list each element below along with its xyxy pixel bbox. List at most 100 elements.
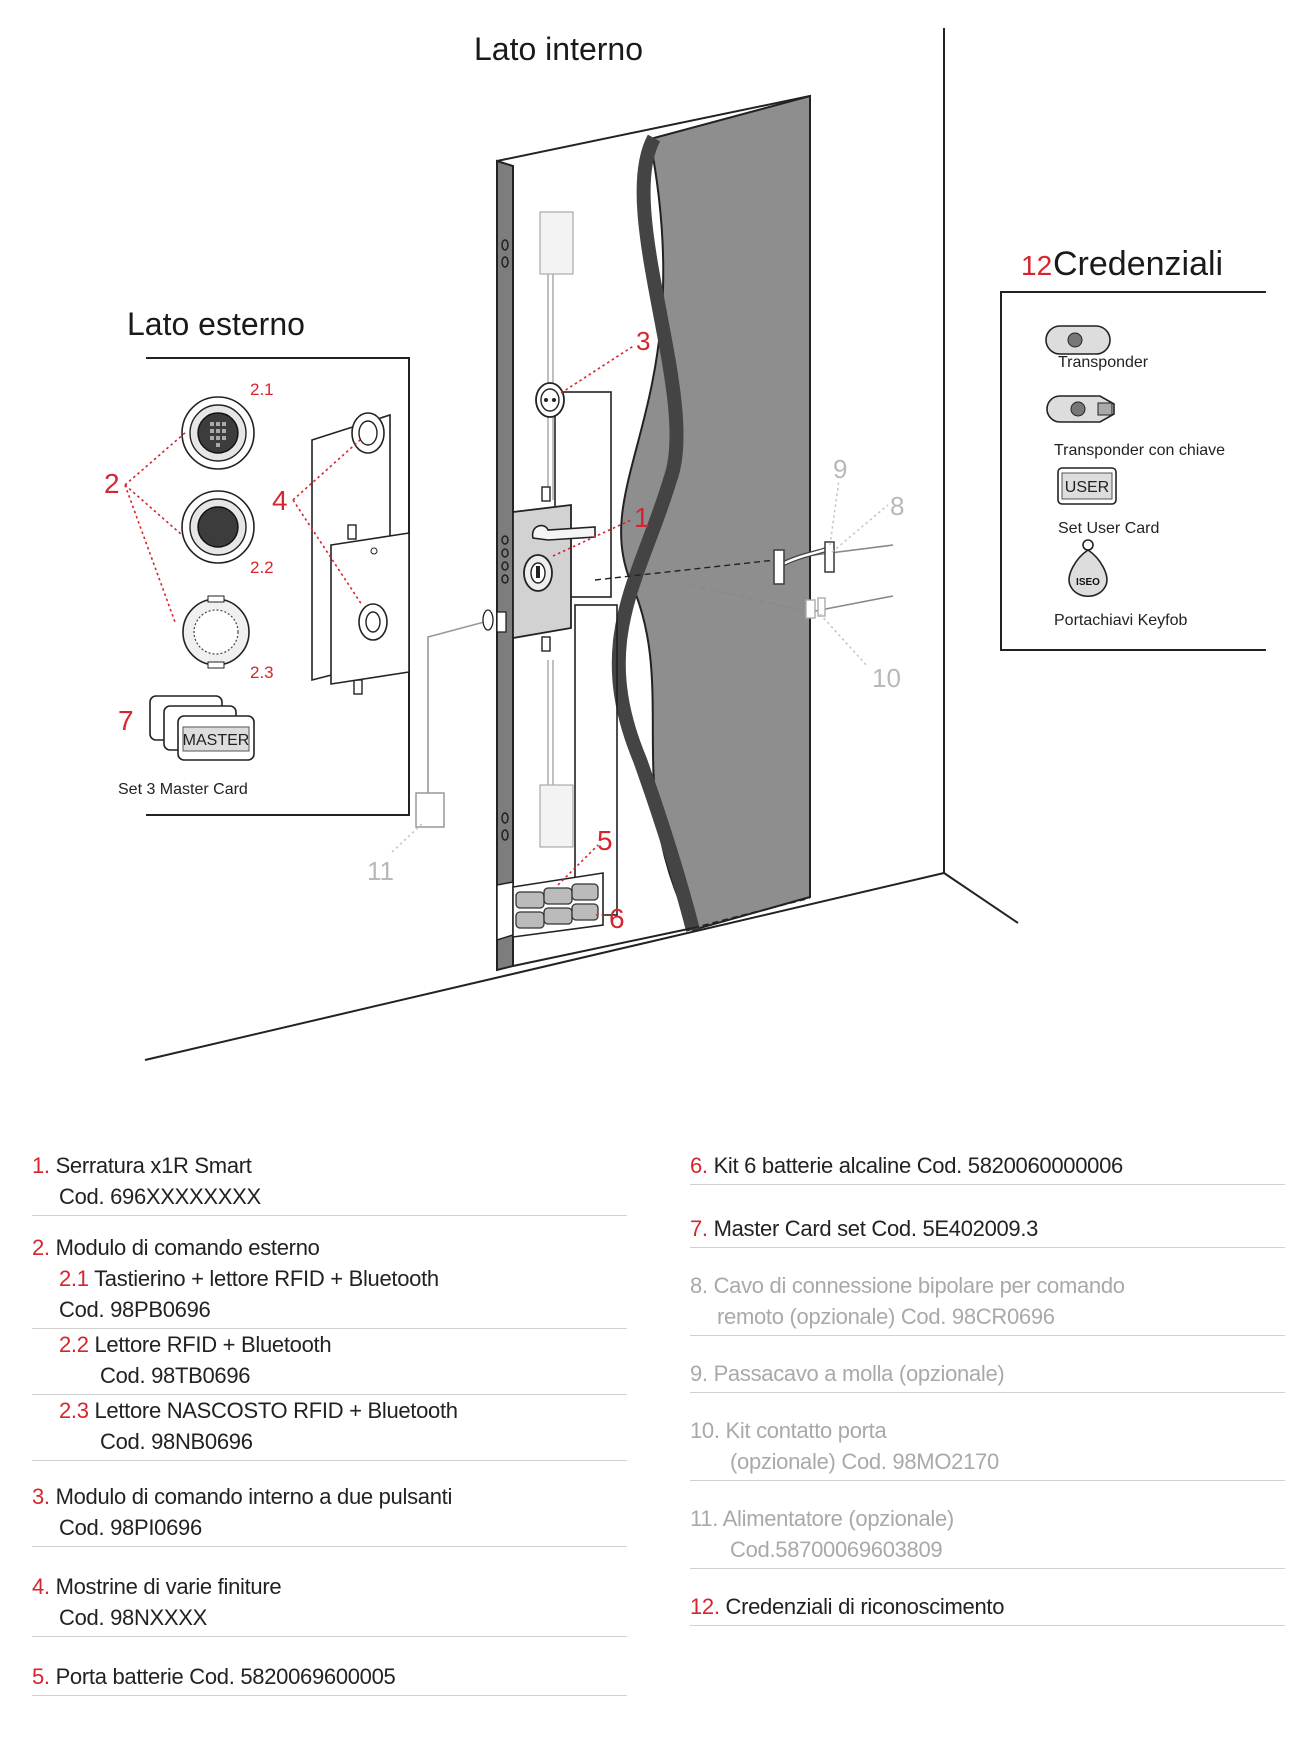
callout-2: 2 — [104, 468, 120, 499]
floor-line — [144, 872, 945, 1061]
credentials-box-frame — [1000, 291, 1266, 651]
legend-num: 9. — [690, 1361, 708, 1386]
legend-num: 1. — [32, 1153, 50, 1178]
keyfob-label: Portachiavi Keyfob — [1054, 612, 1188, 629]
door-bottom-dash — [692, 897, 811, 929]
side-connector — [482, 609, 507, 633]
legend-text: Kit 6 batterie alcaline Cod. 58200600000… — [713, 1153, 1124, 1178]
legend-text: Tastierino + lettore RFID + Bluetooth — [94, 1266, 439, 1291]
transponder-key-icon — [1046, 395, 1115, 423]
keyfob-icon: ISEO — [1068, 539, 1108, 598]
user-card-icon: USER — [1057, 467, 1117, 505]
spring-cable-pass — [773, 541, 835, 585]
lato-esterno-heading: Lato esterno — [127, 306, 305, 342]
legend-code: Cod. 98NB0696 — [100, 1429, 253, 1454]
wall-floor-corner — [943, 872, 1019, 924]
legend-num: 12. — [690, 1594, 720, 1619]
legend-item-10: 10. Kit contatto porta (opzionale) Cod. … — [690, 1415, 1285, 1481]
cable-10 — [689, 584, 811, 613]
callout-2-1: 2.1 — [250, 380, 274, 399]
cable-8 — [594, 559, 776, 581]
escutcheon-upper — [351, 412, 385, 454]
legend-text: Modulo di comando esterno — [55, 1235, 320, 1260]
legend-sub-2-1: 2.1 Tastierino + lettore RFID + Bluetoot… — [32, 1263, 627, 1329]
bottom-bolt-box — [539, 784, 574, 848]
callout-5: 5 — [597, 825, 613, 856]
legend-right: 6. Kit 6 batterie alcaline Cod. 58200600… — [690, 1150, 1285, 1626]
callout-4: 4 — [272, 485, 288, 516]
legend-item-5: 5. Porta batterie Cod. 5820069600005 — [32, 1661, 627, 1696]
legend-num: 4. — [32, 1574, 50, 1599]
set-user-label: Set User Card — [1058, 520, 1159, 537]
legend-item-2: 2. Modulo di comando esterno 2.1 Tastier… — [32, 1232, 627, 1461]
legend-text: Cavo di connessione bipolare per comando — [713, 1273, 1125, 1298]
legend-code: Cod. 98PI0696 — [59, 1515, 202, 1540]
legend-code: remoto (opzionale) Cod. 98CR0696 — [717, 1304, 1055, 1329]
legend-code: Cod. 98NXXXX — [59, 1605, 208, 1630]
credenziali-heading: Credenziali — [1053, 245, 1223, 283]
legend-text: Lettore NASCOSTO RFID + Bluetooth — [94, 1398, 459, 1423]
reader-2-3 — [182, 595, 250, 669]
door-edge-strip — [496, 159, 514, 972]
reader-2-2 — [181, 490, 255, 564]
legend-num: 10. — [690, 1418, 720, 1443]
inside-panel-upper — [554, 391, 612, 598]
credenziali-num: 12 — [1021, 250, 1052, 281]
legend-num: 3. — [32, 1484, 50, 1509]
callout-3: 3 — [636, 326, 650, 356]
internal-two-button-module — [535, 382, 565, 418]
door-inner-bottom — [512, 927, 694, 967]
legend-num: 5. — [32, 1664, 50, 1689]
set-master-label: Set 3 Master Card — [118, 781, 248, 798]
callout-7: 7 — [118, 705, 134, 736]
callout-1: 1 — [634, 502, 650, 533]
legend-text: Credenziali di riconoscimento — [725, 1594, 1005, 1619]
callout-11: 11 — [367, 856, 394, 886]
legend-item-8: 8. Cavo di connessione bipolare per coma… — [690, 1270, 1285, 1336]
door-contact — [805, 597, 826, 619]
legend-num: 11. — [690, 1506, 719, 1531]
legend-num: 8. — [690, 1273, 708, 1298]
callout-8: 8 — [890, 491, 904, 521]
legend-text: Mostrine di varie finiture — [55, 1574, 282, 1599]
legend-code: Cod.58700069603809 — [730, 1537, 943, 1562]
top-bolt-box — [539, 211, 574, 275]
master-cards: MASTER — [149, 695, 255, 761]
battery-holder — [496, 872, 604, 942]
callout-10: 10 — [872, 663, 901, 693]
power-cable — [427, 620, 489, 793]
door-top-edge — [496, 95, 811, 162]
transponder-key-label: Transponder con chiave — [1054, 442, 1225, 459]
edge-holes — [501, 239, 509, 841]
legend-item-4: 4. Mostrine di varie finiture Cod. 98NXX… — [32, 1571, 627, 1637]
legend-item-11: 11. Alimentatore (opzionale) Cod.5870006… — [690, 1503, 1285, 1569]
reader-2-1 — [181, 396, 255, 470]
power-supply-box — [415, 792, 445, 828]
callout-2-3: 2.3 — [250, 663, 274, 682]
door-cut-edge — [611, 134, 700, 932]
keyfob-brand: ISEO — [1076, 577, 1100, 588]
legend-num: 2. — [32, 1235, 50, 1260]
legend-item-12: 12. Credenziali di riconoscimento — [690, 1591, 1285, 1626]
main-lock-x1r — [512, 486, 596, 652]
legend-num: 2.2 — [59, 1332, 89, 1357]
legend-item-3: 3. Modulo di comando interno a due pulsa… — [32, 1481, 627, 1547]
legend-num: 2.1 — [59, 1266, 89, 1291]
legend-text: Master Card set Cod. 5E402009.3 — [713, 1216, 1039, 1241]
legend-text: Modulo di comando interno a due pulsanti — [55, 1484, 453, 1509]
lato-interno-heading: Lato interno — [474, 31, 643, 67]
legend-left: 1. Serratura x1R Smart Cod. 696XXXXXXXX … — [32, 1150, 627, 1696]
transponder-label: Transponder — [1058, 354, 1149, 371]
callout-9: 9 — [833, 454, 847, 484]
legend-text: Alimentatore (opzionale) — [722, 1506, 955, 1531]
inside-panel-lower — [574, 604, 618, 916]
callout-6: 6 — [609, 903, 625, 934]
legend-item-9: 9. Passacavo a molla (opzionale) — [690, 1358, 1285, 1393]
legend-num: 2.3 — [59, 1398, 89, 1423]
legend-item-1: 1. Serratura x1R Smart Cod. 696XXXXXXXX — [32, 1150, 627, 1216]
legend-item-7: 7. Master Card set Cod. 5E402009.3 — [690, 1213, 1285, 1248]
legend-text: Serratura x1R Smart — [55, 1153, 252, 1178]
leader-lines — [124, 344, 889, 916]
legend-text: Passacavo a molla (opzionale) — [713, 1361, 1005, 1386]
callout-2-2: 2.2 — [250, 558, 274, 577]
